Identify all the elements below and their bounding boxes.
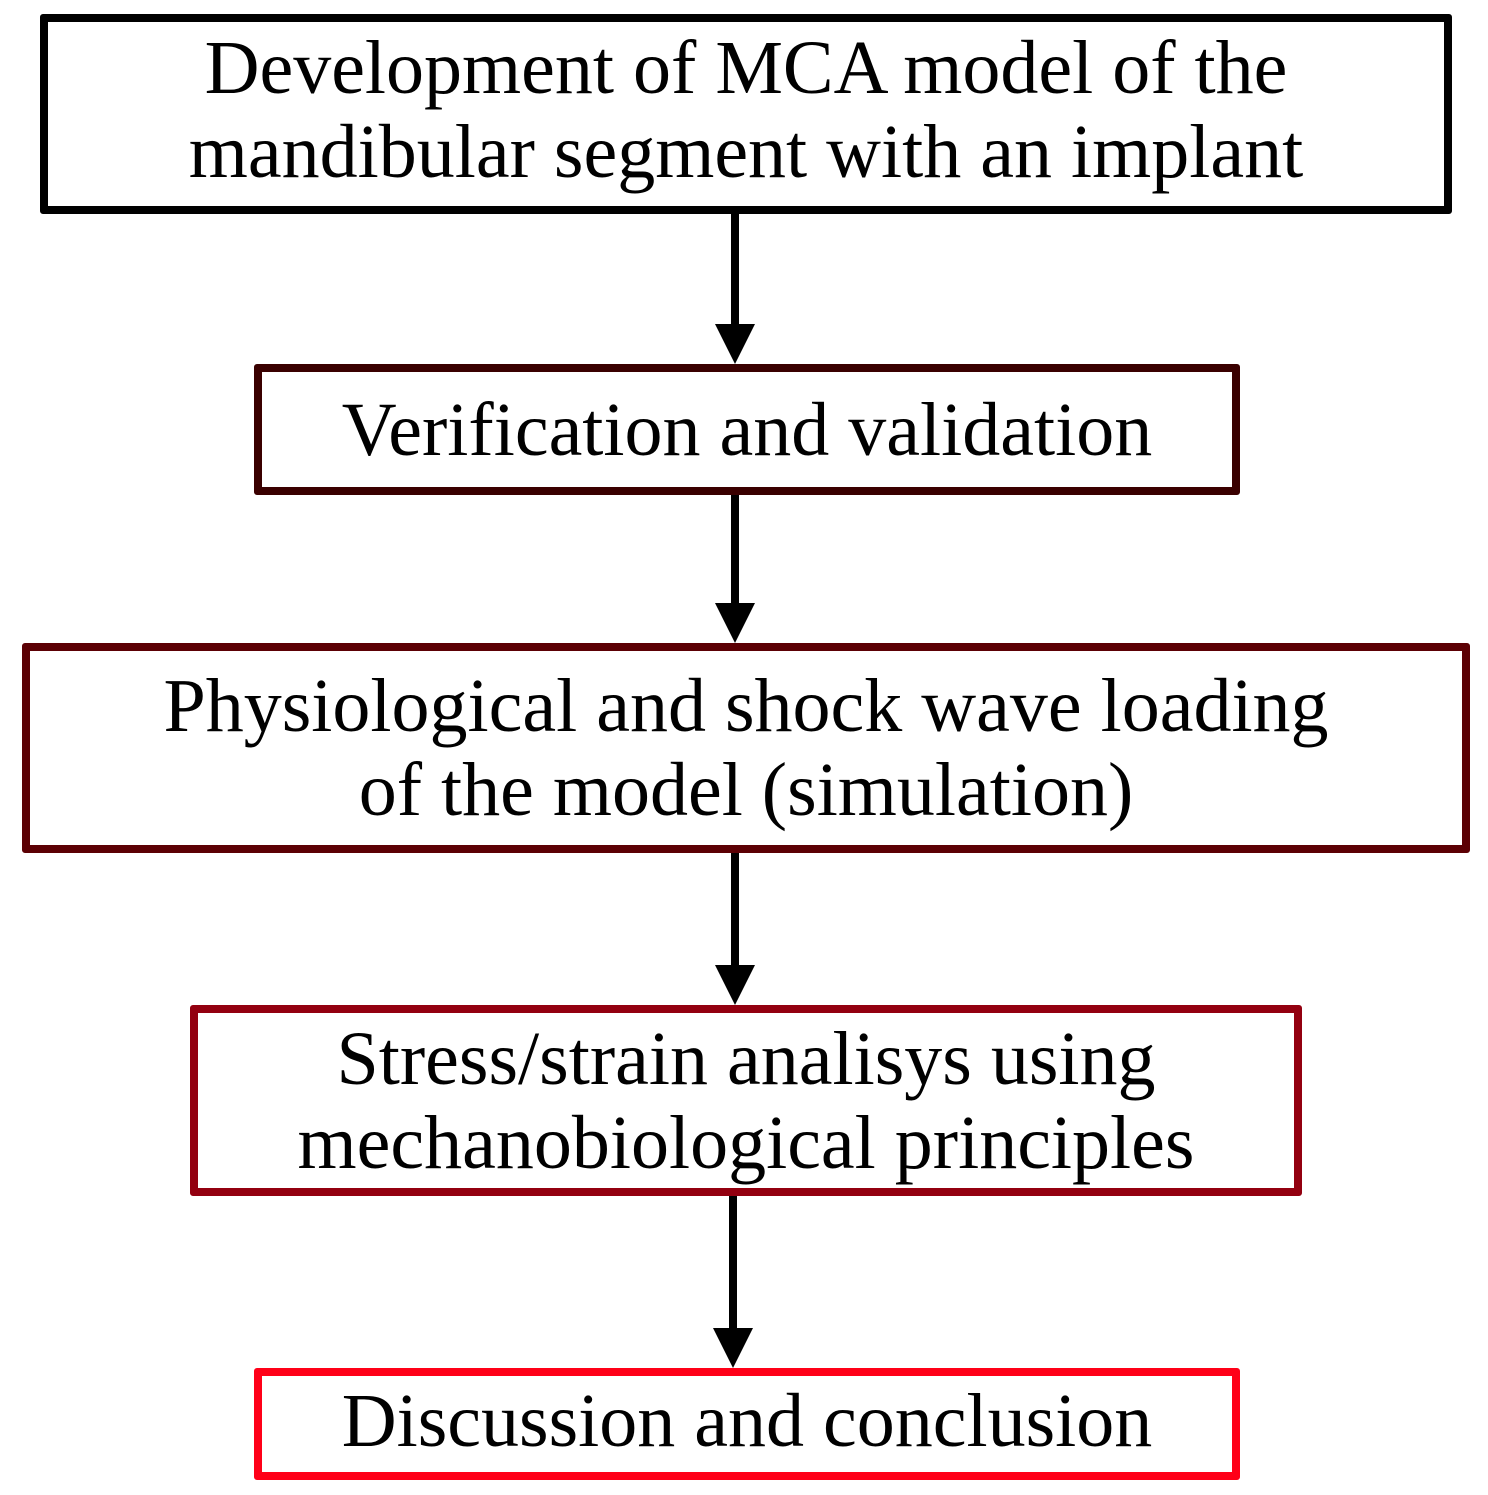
arrow-3-to-4 (715, 853, 755, 1005)
step-analysis-label: Stress/strain analisys using mechanobiol… (297, 1016, 1195, 1185)
step-conclusion-box: Discussion and conclusion (254, 1368, 1240, 1480)
step-verification-box: Verification and validation (254, 364, 1240, 495)
step-loading-label: Physiological and shock wave loading of … (163, 664, 1329, 832)
step-verification-label: Verification and validation (341, 387, 1153, 472)
step-analysis-box: Stress/strain analisys using mechanobiol… (190, 1005, 1302, 1196)
arrow-2-to-3 (715, 495, 755, 643)
step-conclusion-label: Discussion and conclusion (341, 1379, 1153, 1463)
arrow-4-to-5 (713, 1196, 753, 1368)
step-development-label: Development of MCA model of the mandibul… (188, 26, 1304, 194)
step-development-box: Development of MCA model of the mandibul… (40, 14, 1452, 214)
step-loading-box: Physiological and shock wave loading of … (22, 643, 1470, 853)
arrow-1-to-2 (715, 214, 755, 364)
